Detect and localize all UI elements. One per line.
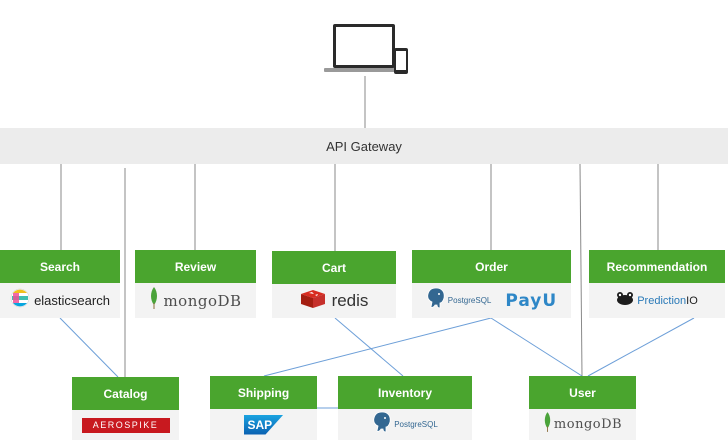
link-gateway-user <box>579 163 583 377</box>
service-search-header: Search <box>0 250 120 283</box>
service-review-header: Review <box>135 250 256 283</box>
service-shipping-header: Shipping <box>210 376 317 409</box>
service-cart: Cart redis <box>272 251 396 318</box>
predictionio-frog-icon <box>616 291 634 310</box>
service-cart-tech: redis <box>272 284 396 318</box>
service-shipping: Shipping SAP <box>210 376 317 440</box>
service-recommendation: Recommendation PredictionIO <box>589 250 725 318</box>
postgresql-logo-text: PostgreSQL <box>394 420 438 429</box>
mongodb-logo-text: mongoDB <box>163 291 242 310</box>
elasticsearch-icon <box>10 288 30 313</box>
service-inventory-header: Inventory <box>338 376 472 409</box>
service-cart-label: Cart <box>321 260 346 275</box>
service-catalog-tech: AEROSPIKE <box>72 410 179 440</box>
payu-logo: PayU <box>505 290 558 311</box>
service-user-tech: mongoDB <box>529 409 636 440</box>
service-catalog: Catalog AEROSPIKE <box>72 377 179 440</box>
service-user: User mongoDB <box>529 376 636 440</box>
service-review-tech: mongoDB <box>135 283 256 318</box>
service-recommendation-tech: PredictionIO <box>589 283 725 318</box>
service-shipping-label: Shipping <box>237 385 290 400</box>
service-search-label: Search <box>39 259 81 274</box>
service-inventory: Inventory PostgreSQL <box>338 376 472 440</box>
api-gateway-label: API Gateway <box>326 138 402 154</box>
link-order-user <box>490 317 583 377</box>
mongodb-leaf-icon <box>543 412 552 437</box>
link-cart-inventory <box>334 317 404 377</box>
postgresql-logo-text: PostgreSQL <box>447 296 492 305</box>
service-inventory-tech: PostgreSQL <box>338 409 472 440</box>
service-search: Search elasticsearch <box>0 250 120 318</box>
service-recommendation-header: Recommendation <box>589 250 725 283</box>
service-recommendation-label: Recommendation <box>606 259 708 274</box>
api-gateway-bar: API Gateway <box>0 128 728 164</box>
aerospike-logo: AEROSPIKE <box>81 417 170 433</box>
predictionio-logo-suffix: IO <box>686 294 698 307</box>
link-order-shipping <box>263 317 492 377</box>
service-user-label: User <box>569 385 596 400</box>
redis-logo-text: redis <box>331 291 369 310</box>
service-inventory-label: Inventory <box>377 385 432 400</box>
mongodb-logo-text: mongoDB <box>553 417 623 432</box>
predictionio-logo-text: Prediction <box>637 294 687 307</box>
service-shipping-tech: SAP <box>210 409 317 440</box>
link-search-catalog <box>59 317 119 378</box>
mongodb-leaf-icon <box>149 287 159 314</box>
elasticsearch-logo-text: elasticsearch <box>34 293 110 308</box>
redis-icon <box>300 289 326 314</box>
service-review-label: Review <box>174 259 217 274</box>
service-user-header: User <box>529 376 636 409</box>
service-review: Review mongoDB <box>135 250 256 318</box>
postgresql-elephant-icon <box>426 287 446 314</box>
service-search-tech: elasticsearch <box>0 283 120 318</box>
service-order-tech: PostgreSQL PayU <box>412 283 571 318</box>
sap-logo: SAP <box>243 414 284 435</box>
laptop-phone-icon <box>318 20 410 76</box>
service-catalog-header: Catalog <box>72 377 179 410</box>
service-order-label: Order <box>475 259 508 274</box>
service-order: Order PostgreSQL PayU <box>412 250 571 318</box>
service-order-header: Order <box>412 250 571 283</box>
service-catalog-label: Catalog <box>103 386 148 401</box>
service-cart-header: Cart <box>272 251 396 284</box>
link-recommendation-user <box>587 317 695 377</box>
postgresql-elephant-icon <box>372 411 392 438</box>
